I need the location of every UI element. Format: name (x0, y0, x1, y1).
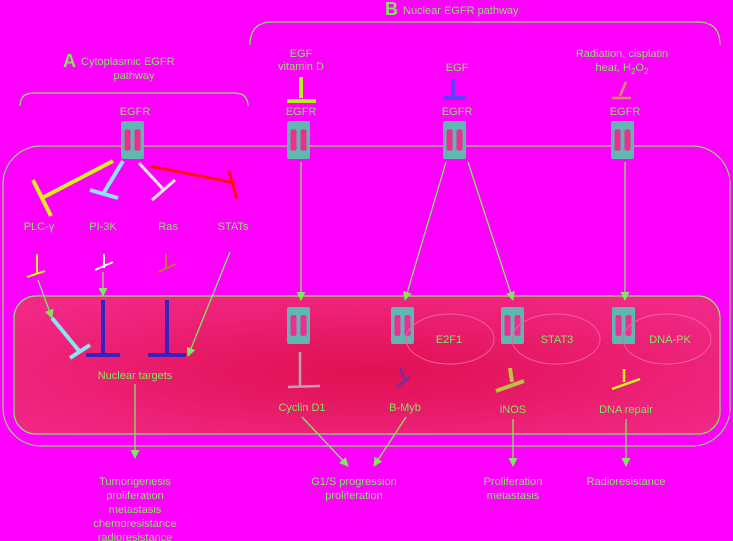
outcome-line: Radioresistance (587, 476, 666, 488)
receptor-core (614, 129, 621, 151)
pi3k-nuclear-inhibition (86, 300, 120, 357)
ras-bar (137, 161, 176, 202)
ras-nuclear-inhibition (148, 300, 186, 357)
panel-a-title-line1: Cytoplasmic EGFR (81, 56, 175, 68)
arrow-egf-e2f1 (402, 161, 447, 301)
egfr-label-cyto: EGFR (120, 106, 151, 118)
receptor-core (446, 129, 453, 151)
nucleus (13, 295, 721, 435)
arrow-cyclin-outcome (301, 416, 349, 467)
egfr-label-radiation: EGFR (610, 106, 641, 118)
cyclin-d1-icon (287, 352, 321, 389)
arrow-bmyb-outcome (373, 416, 407, 467)
receptor-egfr-egf-vitd (287, 121, 310, 159)
outcome-proliferation: Proliferation metastasis (484, 476, 543, 502)
receptor-egfr-cyto (121, 121, 144, 159)
receptor-core (394, 315, 401, 336)
outcome-radioresistance: Radioresistance (587, 476, 666, 488)
receptor-core (504, 315, 511, 336)
outcome-line: Proliferation (484, 476, 543, 488)
outcome-line: Tumorigenesis (99, 476, 171, 488)
receptor-egfr-egf (443, 121, 466, 159)
receptor-core (404, 315, 411, 336)
receptor-core (624, 129, 631, 151)
ligand-radiation-line2: heat, H2O2 (596, 62, 649, 76)
egf-ligand-icon (444, 79, 465, 100)
stats-bar (148, 164, 239, 200)
receptor-core (615, 315, 622, 336)
outcome-line: proliferation (106, 490, 163, 502)
receptor-core (290, 315, 297, 336)
receptor-core (625, 315, 632, 336)
outcome-line: metastasis (109, 504, 162, 516)
receptor-core (134, 129, 141, 151)
ligand-egf-vitd-line2: vitamin D (278, 61, 324, 73)
ligand-egf: EGF (446, 62, 469, 74)
dnapk-ellipse (622, 313, 712, 365)
ras-ligand-icon (157, 254, 177, 273)
outcome-line: G1/S progression (311, 476, 397, 488)
nuclear-egfr-dnapk (612, 307, 635, 344)
nuclear-targets-label: Nuclear targets (98, 370, 173, 382)
target-ras: Ras (158, 221, 178, 233)
target-plc: PLC-γ (24, 221, 55, 233)
panel-a-letter: A (63, 51, 76, 71)
stat3-label: STAT3 (541, 334, 574, 346)
plc-nuclear-inhibition (50, 316, 92, 360)
e2f1-label: E2F1 (436, 334, 462, 346)
egfr-label-egf-vitd: EGFR (286, 106, 317, 118)
receptor-core (300, 315, 307, 336)
panel-a-bracket (19, 92, 249, 107)
panel-b-title: Nuclear EGFR pathway (403, 5, 519, 17)
panel-a-title-line2: pathway (114, 70, 155, 82)
arrow-egf-stat3 (467, 161, 515, 301)
dnapk-label: DNA-PK (649, 334, 691, 346)
stat3-ellipse (511, 313, 601, 365)
radiation-ligand-icon (612, 81, 631, 100)
dna-repair-icon (611, 369, 641, 391)
target-pi3k: PI-3K (89, 221, 117, 233)
egf-vitd-ligand-icon (287, 77, 316, 103)
outcome-line: metastasis (487, 490, 540, 502)
pi3k-bar (89, 159, 125, 200)
arrow-stats-nucleus (186, 251, 231, 357)
receptor-egfr-radiation (611, 121, 634, 159)
ligand-radiation-line1: Radiation, cisplatin (576, 48, 668, 60)
egfr-label-egf: EGFR (442, 106, 473, 118)
receptor-core (290, 129, 297, 151)
nuclear-egfr-e2f1 (391, 307, 414, 344)
outcome-g1s: G1/S progression proliferation (311, 476, 397, 502)
plc-bar (31, 159, 114, 217)
outcome-cytoplasmic: Tumorigenesis proliferation metastasis chem… (93, 476, 176, 541)
inos-icon (495, 367, 525, 393)
inos-label: iNOS (500, 404, 526, 416)
outcome-line: chemoresistance (93, 518, 176, 530)
receptor-core (124, 129, 131, 151)
cell-membrane (2, 145, 731, 447)
e2f1-ellipse (405, 313, 495, 365)
receptor-core (456, 129, 463, 151)
cyclin-d1-label: Cyclin D1 (278, 402, 325, 414)
panel-b-bracket (249, 21, 721, 46)
b-myb-label: B-Myb (389, 402, 421, 414)
dna-repair-label: DNA repair (599, 404, 653, 416)
target-stats: STATs (218, 221, 249, 233)
nuclear-egfr-cyclin (287, 307, 310, 344)
b-myb-icon (396, 367, 411, 388)
ligand-egf-vitd-line1: EGF (290, 48, 313, 60)
pi3k-ligand-icon (94, 254, 114, 271)
panel-b-letter: B (385, 0, 398, 19)
outcome-line: radioresistance (98, 532, 173, 541)
nuclear-egfr-stat3 (501, 307, 524, 344)
plc-ligand-icon (26, 254, 46, 278)
receptor-core (300, 129, 307, 151)
outcome-line: proliferation (325, 490, 382, 502)
arrow-plc-nucleus (37, 279, 54, 319)
receptor-core (514, 315, 521, 336)
